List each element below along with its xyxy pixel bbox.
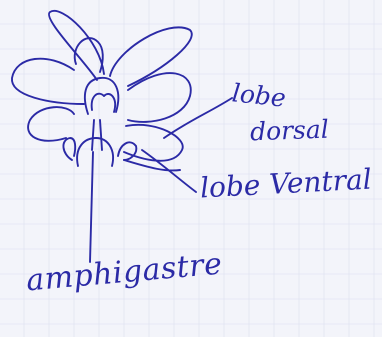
stem-midline [92,120,102,150]
leader-lobe-ventral-2 [124,160,180,171]
leaf-top-left [49,11,104,80]
leaf-middle-left [12,59,84,104]
label-lobe-dorsal-line2: dorsal [250,117,330,145]
amphigastre-shape [77,138,113,166]
leader-amphigastre [90,152,93,262]
inner-lobule-left [92,94,104,110]
ventral-lobule-right [118,142,136,160]
inner-lobule-right [104,94,115,112]
label-lobe-dorsal-line1: lobe [231,80,287,110]
